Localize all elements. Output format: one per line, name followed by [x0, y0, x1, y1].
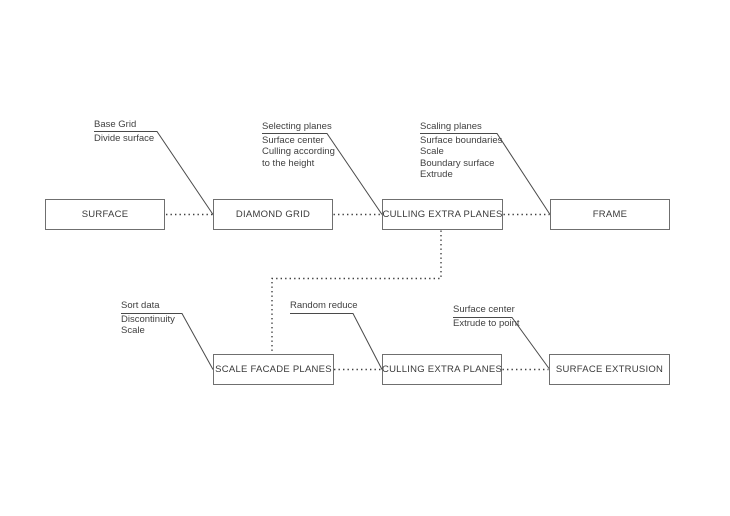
node-culling-extra-planes-top: CULLING EXTRA PLANES — [382, 199, 503, 230]
annotation-line: Extrude to point — [453, 318, 520, 329]
annotation-base-grid: Base Grid Divide surface — [94, 119, 154, 145]
node-label: CULLING EXTRA PLANES — [381, 364, 503, 375]
annotation-line: Scale — [121, 325, 145, 336]
node-surface: SURFACE — [45, 199, 165, 230]
annotation-sort-data: Sort data Discontinuity Scale — [121, 300, 175, 337]
node-scale-facade-planes: SCALE FACADE PLANES — [213, 354, 334, 385]
annotation-line: Divide surface — [94, 132, 155, 144]
node-surface-extrusion: SURFACE EXTRUSION — [549, 354, 670, 385]
annotation-line: Random reduce — [290, 299, 358, 311]
annotation-line: to the height — [262, 157, 315, 169]
node-diamond-grid: DIAMOND GRID — [213, 199, 333, 230]
annotation-line: Base Grid — [94, 118, 137, 130]
annotation-line: Discontinuity — [121, 313, 175, 325]
annotation-surface-center: Surface center Extrude to point — [453, 304, 520, 330]
annotation-line: Scale — [420, 146, 444, 157]
annotation-selecting-planes: Selecting planes Surface center Culling … — [262, 121, 335, 170]
node-frame: FRAME — [550, 199, 670, 230]
annotation-random-reduce: Random reduce — [290, 300, 358, 314]
node-label: SURFACE EXTRUSION — [555, 364, 664, 375]
node-culling-extra-planes-bottom: CULLING EXTRA PLANES — [382, 354, 502, 385]
node-label: DIAMOND GRID — [235, 209, 311, 220]
annotation-line: Surface center — [262, 134, 324, 146]
annotation-line: Surface boundaries — [420, 134, 503, 146]
node-label: SCALE FACADE PLANES — [215, 364, 332, 375]
annotation-line: Extrude — [420, 169, 453, 180]
annotation-line: Selecting planes — [262, 120, 332, 132]
annotation-line: Culling according — [262, 146, 335, 157]
annotation-line: Scaling planes — [420, 120, 482, 132]
annotation-line: Surface center — [453, 304, 515, 315]
node-label: SURFACE — [81, 209, 129, 220]
annotation-line: Sort data — [121, 299, 160, 311]
dotted-connector-culling-top-to-scale-facade — [271, 230, 442, 354]
annotation-scaling-planes: Scaling planes Surface boundaries Scale … — [420, 121, 502, 181]
node-label: CULLING EXTRA PLANES — [382, 209, 503, 220]
annotation-line: Boundary surface — [420, 157, 495, 169]
node-label: FRAME — [592, 209, 628, 220]
